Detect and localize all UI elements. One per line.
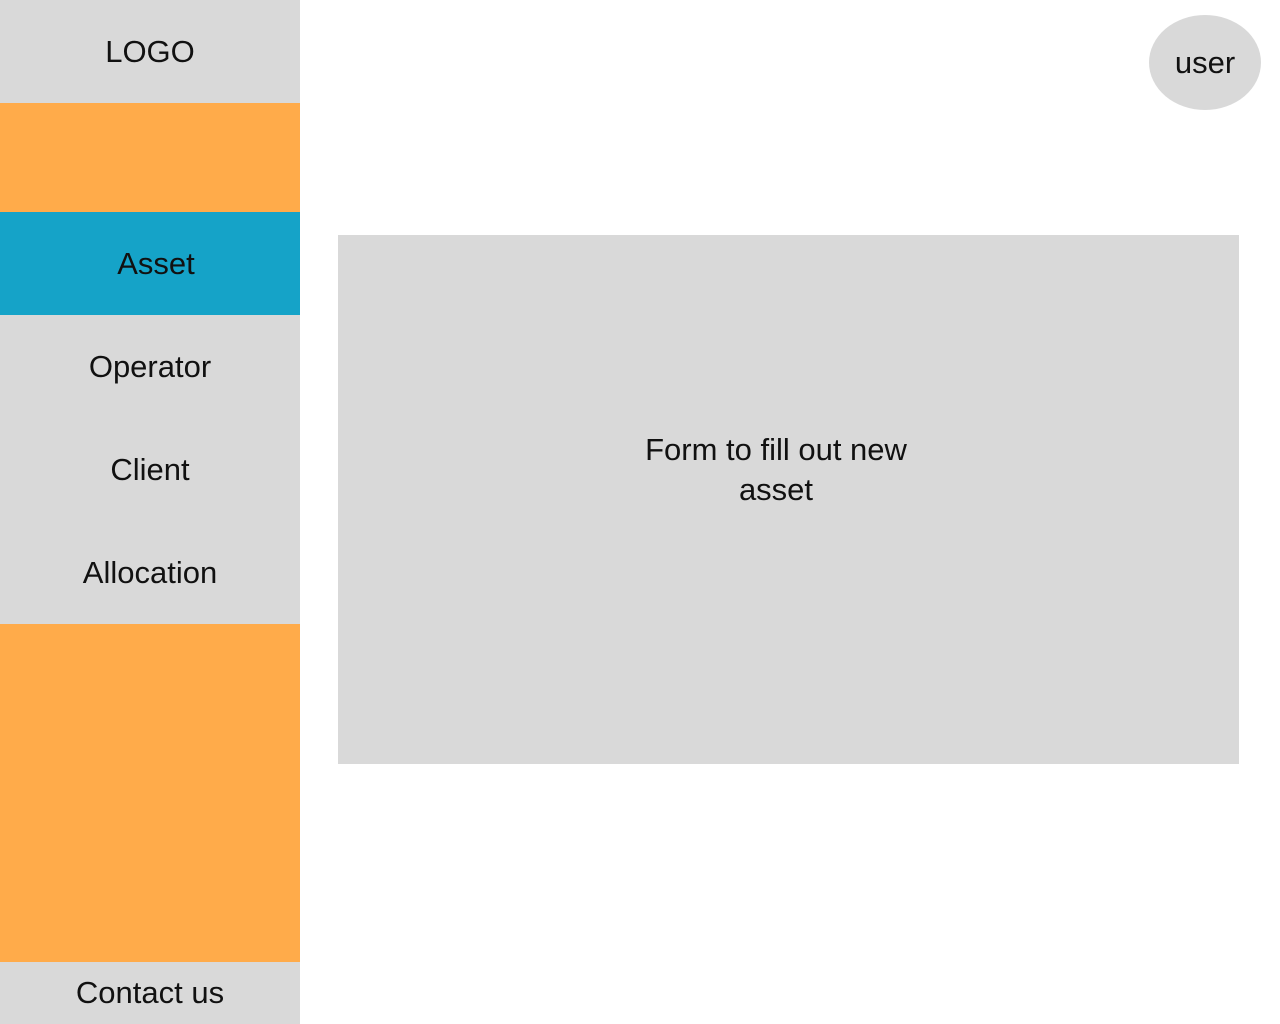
new-asset-form-panel: Form to fill out new asset [338, 235, 1239, 764]
sidebar-item-client-label: Client [110, 451, 190, 487]
sidebar-accent-bottom [0, 624, 300, 962]
sidebar-item-asset-label: Asset [117, 245, 195, 281]
sidebar-item-client[interactable]: Client [0, 418, 300, 521]
sidebar: LOGO Asset Operator Client Allocation Co… [0, 0, 300, 1024]
sidebar-accent-top [0, 103, 300, 212]
contact-us-label: Contact us [75, 975, 225, 1010]
sidebar-item-operator[interactable]: Operator [0, 315, 300, 418]
form-placeholder-text: Form to fill out new asset [645, 432, 907, 507]
contact-us-link[interactable]: Contact us [0, 962, 300, 1024]
logo-text: LOGO [105, 33, 195, 69]
sidebar-item-operator-label: Operator [88, 348, 212, 384]
user-avatar-label: user [1174, 44, 1236, 80]
sidebar-item-allocation[interactable]: Allocation [0, 521, 300, 624]
user-avatar[interactable]: user [1149, 15, 1261, 110]
logo: LOGO [0, 0, 300, 103]
sidebar-item-allocation-label: Allocation [82, 554, 218, 590]
sidebar-item-asset[interactable]: Asset [0, 212, 300, 315]
